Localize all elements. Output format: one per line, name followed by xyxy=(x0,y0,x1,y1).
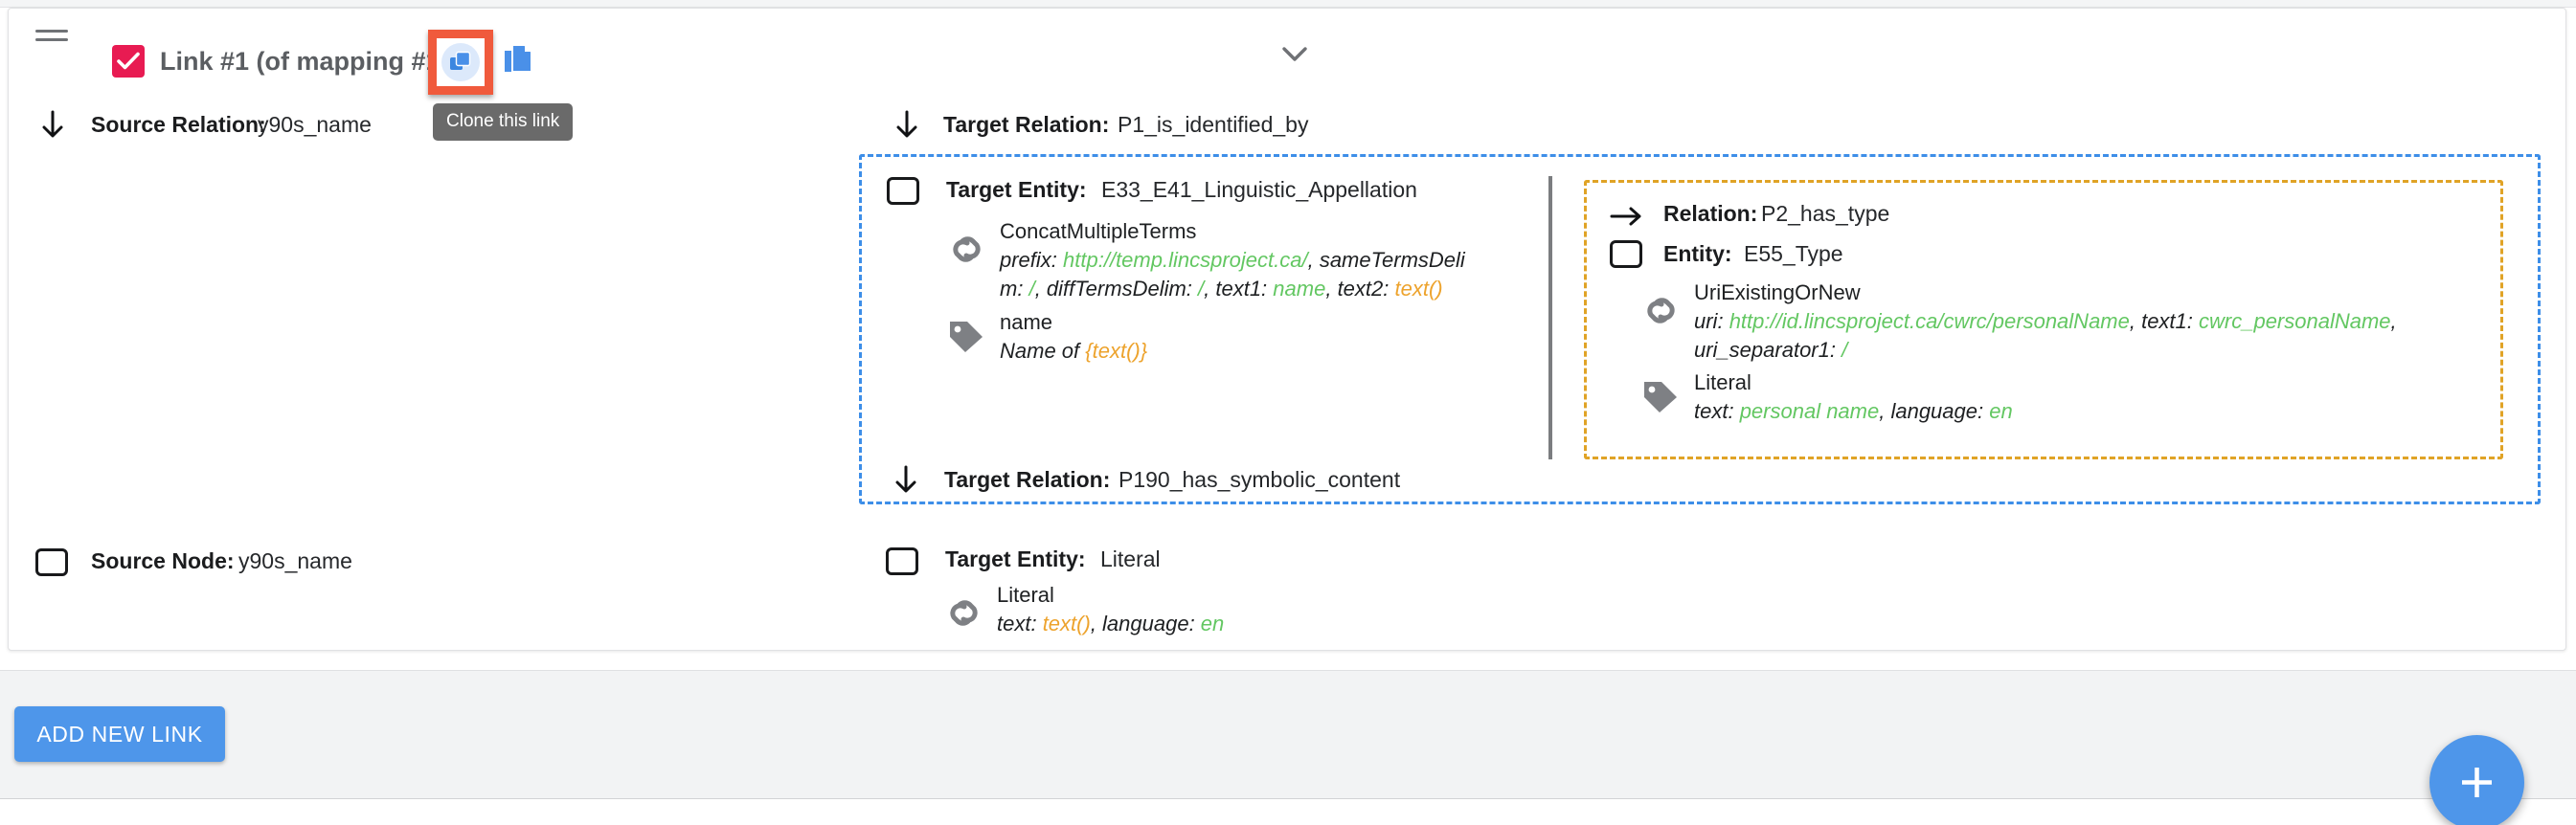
page-top-strip xyxy=(0,0,2576,8)
target-relation-1-label: Target Relation: xyxy=(943,112,1110,137)
arrow-down-icon xyxy=(895,465,916,493)
target-relation-2-label: Target Relation: xyxy=(944,467,1111,492)
target-entity-1-value[interactable]: E33_E41_Linguistic_Appellation xyxy=(1101,177,1417,202)
source-relation-value[interactable]: y90s_name xyxy=(258,112,372,137)
link-icon xyxy=(953,236,981,262)
footer-bar xyxy=(0,670,2576,799)
detail-title: ConcatMultipleTerms xyxy=(1000,219,1197,243)
target-entity-2-value[interactable]: Literal xyxy=(1100,546,1161,571)
target-entity-1-container: Target Entity: E33_E41_Linguistic_Appell… xyxy=(859,154,2541,504)
detail-line: prefix: http://temp.lincsproject.ca/, sa… xyxy=(1000,248,1465,272)
link-card: Link #1 (of mapping #1) xyxy=(8,8,2566,651)
detail-title: UriExistingOrNew xyxy=(1694,280,1861,304)
clone-button-highlight xyxy=(428,30,493,95)
link-enabled-checkbox[interactable] xyxy=(112,45,145,78)
target-entity-1-label: Target Entity: xyxy=(946,177,1087,202)
nested-relation-label: Relation: xyxy=(1663,201,1758,226)
arrow-down-icon xyxy=(896,110,917,138)
nested-entity-value[interactable]: E55_Type xyxy=(1744,241,1843,266)
chevron-down-icon xyxy=(1282,47,1307,61)
tag-icon xyxy=(1644,382,1677,412)
source-node-value[interactable]: y90s_name xyxy=(238,548,352,573)
detail-line: text: personal name, language: en xyxy=(1694,399,2013,423)
check-icon xyxy=(117,52,140,70)
detail-line: m: /, diffTermsDelim: /, text1: name, te… xyxy=(1000,277,1443,301)
clone-icon xyxy=(450,51,471,70)
nested-entity-label: Entity: xyxy=(1663,241,1732,266)
detail-title: Literal xyxy=(1694,370,1751,394)
link-icon xyxy=(950,600,978,626)
nested-relation-value[interactable]: P2_has_type xyxy=(1761,201,1890,226)
floating-add-button[interactable] xyxy=(2429,735,2524,825)
source-node-checkbox[interactable] xyxy=(35,548,68,576)
duplicate-icon xyxy=(505,44,532,73)
target-entity-1-checkbox[interactable] xyxy=(887,177,919,205)
arrow-down-icon xyxy=(42,110,63,138)
detail-line: text: text(), language: en xyxy=(997,612,1225,635)
duplicate-link-button[interactable] xyxy=(503,43,537,79)
target-entity-2-label: Target Entity: xyxy=(945,546,1086,571)
tag-icon xyxy=(950,322,983,352)
source-relation-label: Source Relation: xyxy=(91,112,266,137)
detail-line: Name of {text()} xyxy=(1000,339,1148,363)
link-card-header: Link #1 (of mapping #1) xyxy=(9,9,2565,141)
target-relation-1-value[interactable]: P1_is_identified_by xyxy=(1118,112,1309,137)
detail-title: name xyxy=(1000,310,1053,334)
link-title: Link #1 (of mapping #1) xyxy=(160,47,449,76)
add-new-link-button[interactable]: ADD NEW LINK xyxy=(14,706,225,762)
clone-tooltip: Clone this link xyxy=(433,103,574,141)
detail-line: uri: http://id.lincsproject.ca/cwrc/pers… xyxy=(1694,309,2397,333)
nested-entity-checkbox[interactable] xyxy=(1610,240,1642,268)
detail-line: uri_separator1: / xyxy=(1694,338,1848,362)
detail-title: Literal xyxy=(997,583,1054,607)
panel-divider xyxy=(1548,176,1552,459)
clone-button-wrapper xyxy=(428,30,493,95)
target-relation-2-value[interactable]: P190_has_symbolic_content xyxy=(1119,467,1401,492)
arrow-right-icon xyxy=(1610,207,1641,226)
source-node-label: Source Node: xyxy=(91,548,235,573)
clone-this-link-button[interactable] xyxy=(441,43,480,81)
link-icon xyxy=(1647,298,1675,323)
nested-entity-container: Relation: P2_has_type Entity: E55_Type U… xyxy=(1584,180,2503,459)
target-entity-2-checkbox[interactable] xyxy=(886,547,918,575)
collapse-toggle-button[interactable] xyxy=(1275,40,1315,67)
drag-handle-icon[interactable] xyxy=(35,30,68,47)
plus-icon xyxy=(2462,768,2492,797)
